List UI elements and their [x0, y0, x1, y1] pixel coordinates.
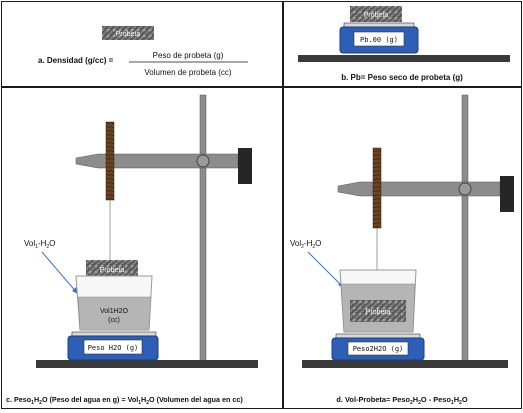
specimen-label: Probeta [100, 267, 125, 274]
caption-d: d. Vol-Probeta= Peso2H2O - Peso1H2O [336, 395, 467, 406]
scale-display-text: Peso2H2O (g) [353, 345, 404, 353]
scale-pan [335, 333, 421, 339]
scale-display-text: Pb.00 (g) [360, 36, 398, 44]
specimen-block [350, 300, 406, 322]
water-label-2: (cc) [108, 317, 120, 324]
scale-display [347, 341, 409, 356]
specimen-block [86, 260, 138, 278]
callout-vol1: Vol1-H2O [24, 239, 55, 250]
specimen-label: Probeta [364, 12, 389, 19]
bench-base [302, 360, 508, 368]
panel-b-dry-weight: Probeta Pb.00 (g) b. Pb= Peso seco de pr… [283, 1, 522, 87]
bench-base [36, 360, 258, 368]
scale-pan [343, 22, 415, 28]
specimen-label: Probeta [116, 31, 141, 38]
stand-pole [461, 94, 469, 368]
rod [105, 121, 115, 201]
caption-c: c. Peso1H2O (Peso del agua en g) = Vol1H… [6, 395, 243, 406]
bench-base [298, 55, 510, 62]
panel-a-density: Probeta a. Densidad (g/cc) = Peso de pro… [1, 1, 283, 87]
clamp-arm [337, 181, 501, 197]
scale-display-text: Peso H2O (g) [88, 344, 139, 352]
panel-c-svg: Vol1-H2O Probeta Vol1H2O (cc) Peso H2O (… [6, 94, 258, 406]
clamp-head [500, 176, 514, 212]
panel-c-water-volume-1: Vol1-H2O Probeta Vol1H2O (cc) Peso H2O (… [1, 87, 283, 409]
callout-vol2: Vol2-H2O [290, 239, 321, 250]
scale-display [353, 31, 405, 47]
specimen-label: Probeta [366, 309, 391, 316]
callout-arrow [41, 251, 79, 295]
clamp-head [238, 148, 252, 184]
clamp-knob [458, 182, 472, 196]
water-label-1: Vol1H2O [100, 308, 129, 315]
panel-d-svg: Vol2-H2O Probeta Peso2H2O (g) d. Vol-Pro… [290, 94, 514, 406]
callout-arrow [307, 251, 345, 289]
clamp-arm [75, 153, 239, 169]
stand-pole [199, 94, 207, 368]
rod [372, 147, 382, 229]
caption-b: b. Pb= Peso seco de probeta (g) [341, 73, 463, 82]
formula-denominator: Volumen de probeta (cc) [144, 68, 231, 77]
specimen-block [102, 26, 154, 40]
formula-numerator: Peso de probeta (g) [153, 51, 224, 60]
specimen-block [350, 6, 402, 22]
panel-d-specimen-volume: Vol2-H2O Probeta Peso2H2O (g) d. Vol-Pro… [283, 87, 522, 409]
panel-b-svg: Probeta Pb.00 (g) b. Pb= Peso seco de pr… [298, 6, 510, 82]
scale-display [83, 339, 143, 355]
panel-a-svg: Probeta a. Densidad (g/cc) = Peso de pro… [38, 26, 248, 77]
water [77, 296, 152, 331]
formula-prefix: a. Densidad (g/cc) = [38, 56, 114, 65]
scale-pan [71, 331, 157, 337]
clamp-knob [196, 154, 210, 168]
